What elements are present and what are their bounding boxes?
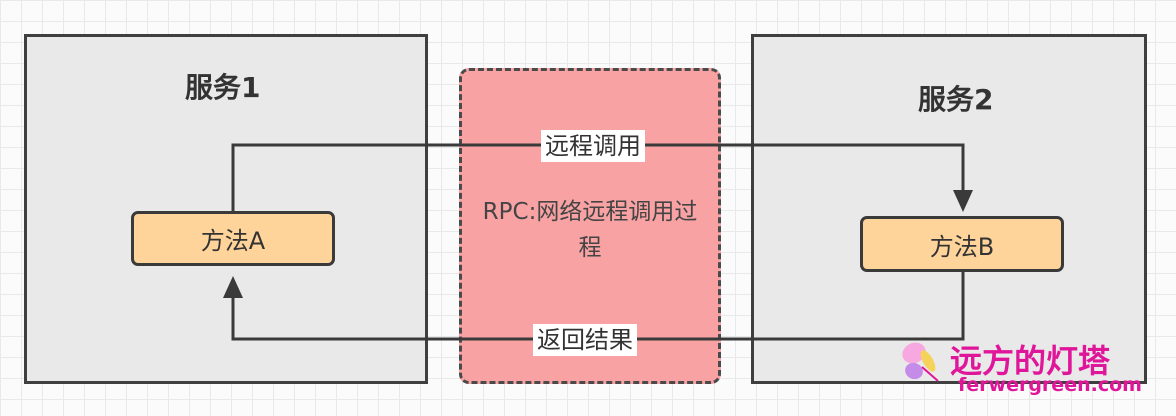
watermark-name: 远方的灯塔 xyxy=(950,342,1111,380)
return-arrowhead-icon xyxy=(223,276,243,298)
butterfly-logo-icon xyxy=(902,342,939,382)
service1-title: 服务1 xyxy=(185,71,261,104)
call-edge-label: 远程调用 xyxy=(541,130,645,162)
rpc-label: RPC:网络远程调用过程 xyxy=(482,199,698,261)
service1-box xyxy=(24,34,428,384)
watermark-url: ferwergreen.com xyxy=(958,374,1142,396)
method-b-label: 方法B xyxy=(929,232,995,261)
method-b-box: 方法B xyxy=(860,216,1064,272)
service2-title: 服务2 xyxy=(918,83,994,116)
call-arrowhead-icon xyxy=(953,190,973,212)
method-a-box: 方法A xyxy=(131,211,335,266)
method-a-label: 方法A xyxy=(200,227,266,255)
return-edge-label: 返回结果 xyxy=(533,324,637,356)
service2-box xyxy=(751,34,1147,384)
